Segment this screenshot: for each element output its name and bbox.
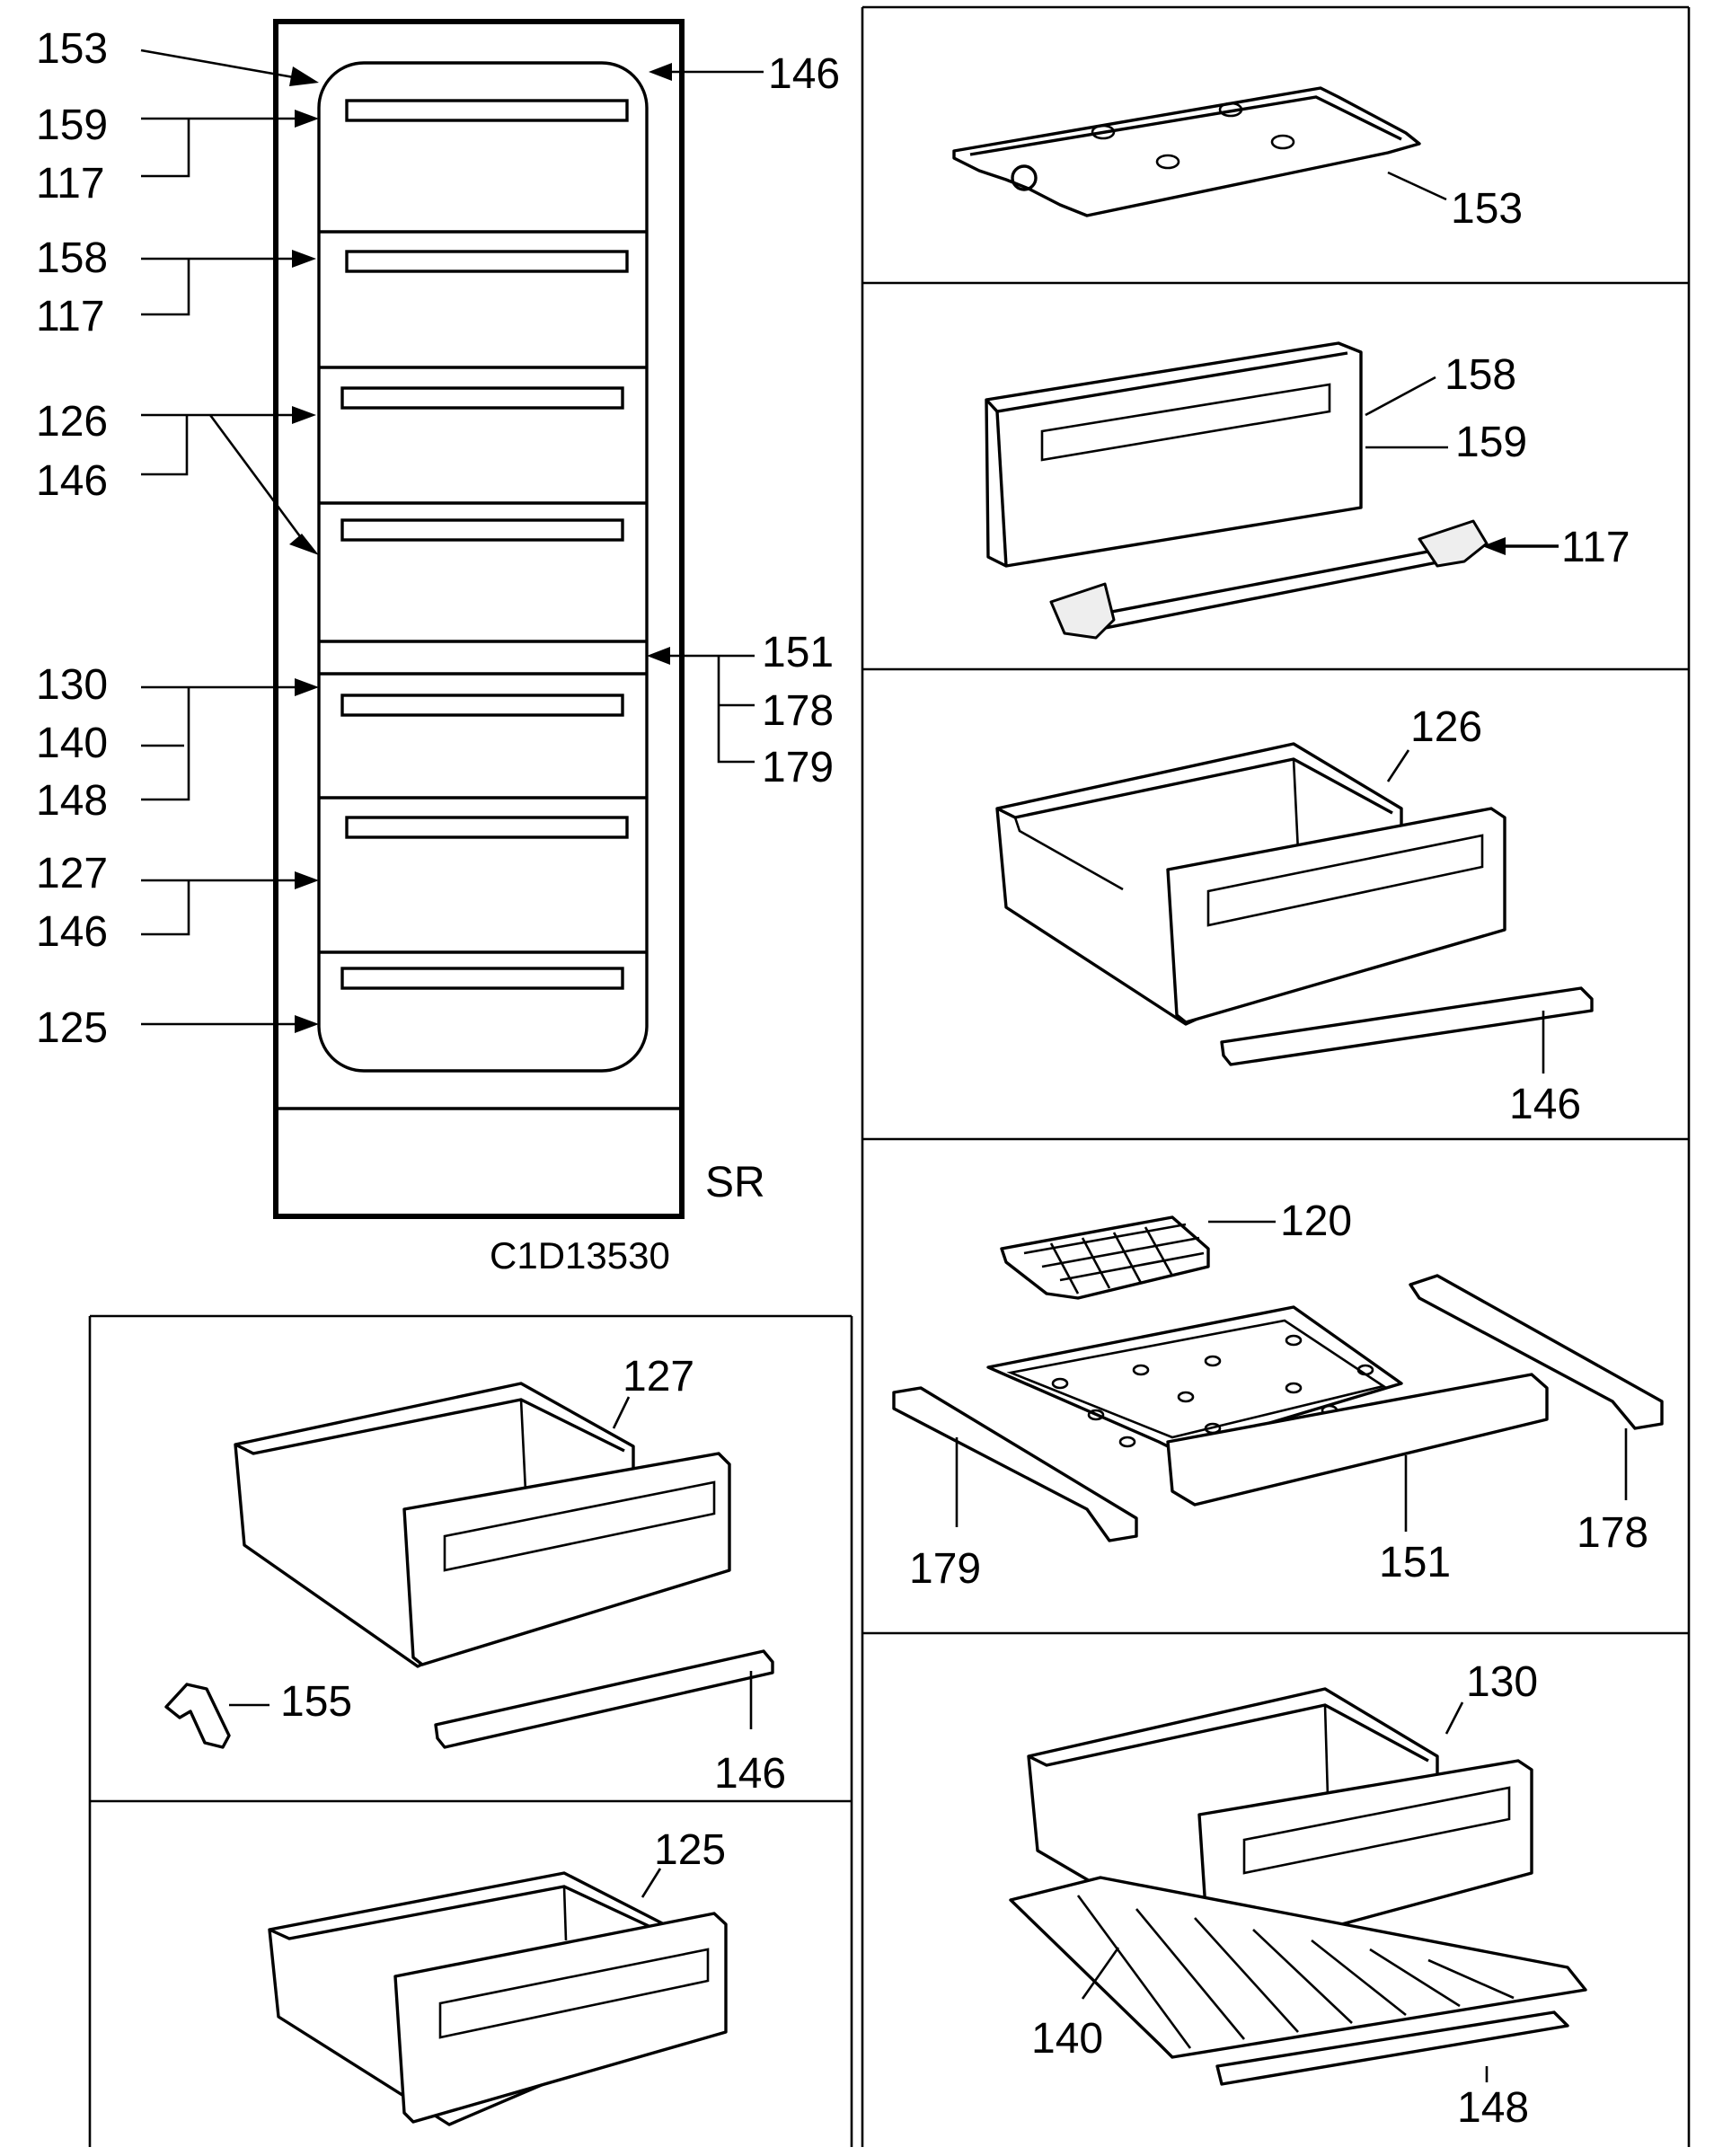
label-151: 151 — [762, 629, 834, 676]
label-146: 146 — [36, 457, 108, 505]
tray-front-151 — [1166, 1373, 1549, 1507]
rail-178 — [1409, 1274, 1664, 1430]
cabinet-outline — [273, 19, 685, 1219]
grid-shelf-140 — [1009, 1876, 1587, 2059]
label-148: 148 — [1457, 2084, 1529, 2132]
label-126: 126 — [36, 398, 108, 446]
label-130: 130 — [1466, 1658, 1538, 1706]
label-120: 120 — [1280, 1197, 1352, 1245]
panel-frames — [88, 5, 1691, 2147]
label-153: 153 — [1451, 185, 1523, 233]
label-178: 178 — [1577, 1509, 1648, 1557]
overview-leaders — [140, 49, 764, 1026]
clip-155 — [164, 1683, 231, 1749]
label-146: 146 — [714, 1750, 786, 1798]
label-140: 140 — [36, 720, 108, 767]
label-146: 146 — [36, 908, 108, 956]
label-158: 158 — [1445, 351, 1516, 399]
strip-146 — [434, 1649, 774, 1749]
panel-drawer-130: 130 140 148 — [1009, 1658, 1587, 2132]
ice-cube-tray — [1000, 1215, 1210, 1300]
label-146: 146 — [768, 50, 840, 98]
overview-label-text: 153 146 159 117 158 117 126 146 151 178 … — [36, 25, 840, 1277]
clip-148 — [1215, 2010, 1569, 2086]
label-146: 146 — [1509, 1081, 1581, 1128]
model-mark: SR — [705, 1159, 765, 1206]
label-155: 155 — [280, 1678, 352, 1726]
label-159: 159 — [36, 102, 108, 149]
panel-drawer-127: 127 155 146 — [164, 1353, 786, 1798]
strip-146 — [1220, 986, 1594, 1066]
tray-studs — [1051, 1334, 1374, 1448]
label-159: 159 — [1455, 419, 1527, 466]
ice-cube-grid — [1023, 1223, 1205, 1294]
label-125: 125 — [36, 1004, 108, 1052]
rail-179 — [892, 1386, 1138, 1542]
label-130: 130 — [36, 661, 108, 709]
label-127: 127 — [623, 1353, 694, 1401]
panel-flap-158: 158 159 117 — [985, 341, 1630, 640]
compartment-dividers — [319, 230, 647, 954]
overview-arrowheads — [289, 63, 672, 1033]
label-148: 148 — [36, 777, 108, 825]
label-158: 158 — [36, 234, 108, 282]
drawer-127-front — [402, 1452, 731, 1666]
panel-drawer-125: 125 — [268, 1826, 728, 2126]
hinge-bar — [1067, 548, 1444, 635]
panel-lid-153: 153 — [952, 86, 1523, 233]
door-outline — [317, 61, 649, 1073]
label-151: 151 — [1379, 1539, 1451, 1586]
label-179: 179 — [762, 744, 834, 791]
diagram-code: C1D13530 — [490, 1234, 670, 1277]
panel-tray-151: 120 178 179 151 — [892, 1197, 1664, 1593]
label-117: 117 — [1561, 524, 1630, 571]
panel-drawer-126: 126 146 — [995, 703, 1594, 1128]
lid-plate — [952, 86, 1421, 217]
freezer-overview: 153 146 159 117 158 117 126 146 151 178 … — [36, 19, 840, 1277]
grid-shelf-wires — [1076, 1895, 1515, 2049]
label-117: 117 — [36, 160, 105, 208]
drawer-125-front — [393, 1912, 728, 2124]
label-153: 153 — [36, 25, 108, 73]
drawer-126-front — [1166, 807, 1506, 1024]
label-125: 125 — [654, 1826, 726, 1874]
label-140: 140 — [1031, 2015, 1103, 2063]
label-117: 117 — [36, 293, 105, 340]
label-126: 126 — [1410, 703, 1482, 751]
label-179: 179 — [909, 1545, 981, 1593]
label-178: 178 — [762, 687, 834, 735]
label-127: 127 — [36, 850, 108, 897]
drawer-handles — [340, 99, 629, 990]
